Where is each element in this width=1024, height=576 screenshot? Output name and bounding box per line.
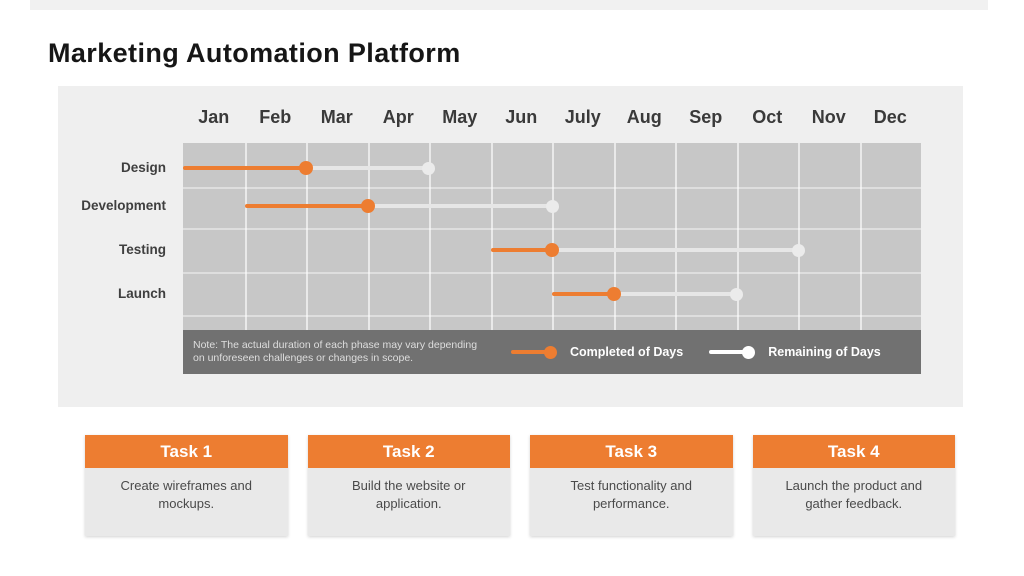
- gridlines-layer: [183, 143, 921, 330]
- gantt-plot-area: Note: The actual duration of each phase …: [183, 143, 921, 374]
- vertical-gridline: [859, 143, 862, 330]
- month-label: Sep: [689, 107, 723, 127]
- gantt-dot-completed: [545, 243, 559, 257]
- horizontal-gridline: [183, 228, 921, 230]
- note-text: Note: The actual duration of each phase …: [193, 338, 478, 364]
- task-card-description: Build the website or application.: [307, 468, 510, 536]
- month-label: Nov: [811, 107, 846, 127]
- legend-item-completed: Completed of Days: [511, 345, 683, 359]
- gantt-bar-completed: [244, 204, 368, 208]
- vertical-gridline: [736, 143, 739, 330]
- month-label: Aug: [626, 107, 662, 127]
- gantt-dot-completed: [298, 161, 313, 175]
- legend-item-remaining: Remaining of Days: [709, 345, 881, 359]
- task-card-description: Launch the product and gather feedback.: [752, 468, 955, 536]
- gantt-bar-remaining: [552, 248, 798, 252]
- gantt-bar-remaining: [306, 166, 429, 170]
- gantt-bar-completed: [490, 248, 552, 252]
- month-label: Jan: [198, 107, 230, 127]
- gantt-bar-remaining: [613, 292, 737, 296]
- vertical-gridline: [613, 143, 616, 330]
- vertical-gridline: [367, 143, 370, 330]
- completed-line-icon: [511, 350, 551, 354]
- task-card-description: Create wireframes and mockups.: [85, 468, 288, 536]
- month-label: Dec: [873, 107, 907, 127]
- month-label: Oct: [752, 107, 783, 127]
- page-title: Marketing Automation Platform: [48, 38, 461, 69]
- gantt-bar-completed: [552, 292, 614, 296]
- task-row-label: Testing: [119, 242, 166, 257]
- task-card-title: Task 2: [307, 435, 510, 468]
- gantt-dot-remaining: [791, 243, 805, 257]
- task-card-title: Task 4: [752, 435, 955, 468]
- gantt-bar-remaining: [367, 204, 552, 208]
- month-axis: Jan Feb Mar Apr May Jun July Aug Sep Oct Nov Dec: [183, 107, 921, 131]
- month-label: Feb: [259, 107, 292, 127]
- top-edge-strip: [30, 0, 988, 10]
- month-label: July: [564, 107, 601, 127]
- note-bar: Note: The actual duration of each phase …: [183, 330, 921, 374]
- gantt-chart-panel: Jan Feb Mar Apr May Jun July Aug Sep Oct Nov Dec De…: [58, 86, 963, 407]
- task-row-label: Development: [81, 198, 166, 213]
- task-card-description: Test functionality and performance.: [530, 468, 733, 536]
- gantt-dot-remaining: [545, 199, 559, 213]
- month-label: Mar: [320, 107, 353, 127]
- vertical-gridline: [675, 143, 677, 330]
- task-row-label: Launch: [117, 286, 166, 301]
- vertical-gridline: [244, 143, 247, 330]
- gantt-dot-remaining: [422, 161, 436, 175]
- horizontal-gridline: [183, 187, 921, 189]
- horizontal-gridline: [183, 272, 921, 274]
- vertical-gridline: [429, 143, 431, 330]
- remaining-dot-icon: [742, 345, 756, 359]
- legend-label-completed: Completed of Days: [570, 345, 684, 359]
- month-label: Jun: [505, 107, 538, 127]
- gantt-dot-completed: [360, 199, 375, 213]
- legend-label-remaining: Remaining of Days: [768, 345, 881, 359]
- vertical-gridline: [552, 143, 554, 330]
- vertical-gridline: [798, 143, 800, 330]
- completed-dot-icon: [544, 345, 557, 359]
- remaining-line-icon: [709, 350, 750, 354]
- vertical-gridline: [306, 143, 308, 330]
- month-label: May: [442, 107, 478, 127]
- legend: Completed of Days Remaining of Days: [511, 345, 881, 359]
- horizontal-gridline: [183, 315, 921, 317]
- task-row-label: Design: [120, 160, 166, 175]
- gantt-dot-completed: [606, 287, 621, 301]
- task-card-title: Task 3: [530, 435, 733, 468]
- month-label: Apr: [382, 107, 414, 127]
- vertical-gridline: [490, 143, 493, 330]
- gantt-dot-remaining: [730, 287, 743, 301]
- gantt-bar-completed: [183, 166, 306, 170]
- task-card-title: Task 1: [85, 435, 288, 468]
